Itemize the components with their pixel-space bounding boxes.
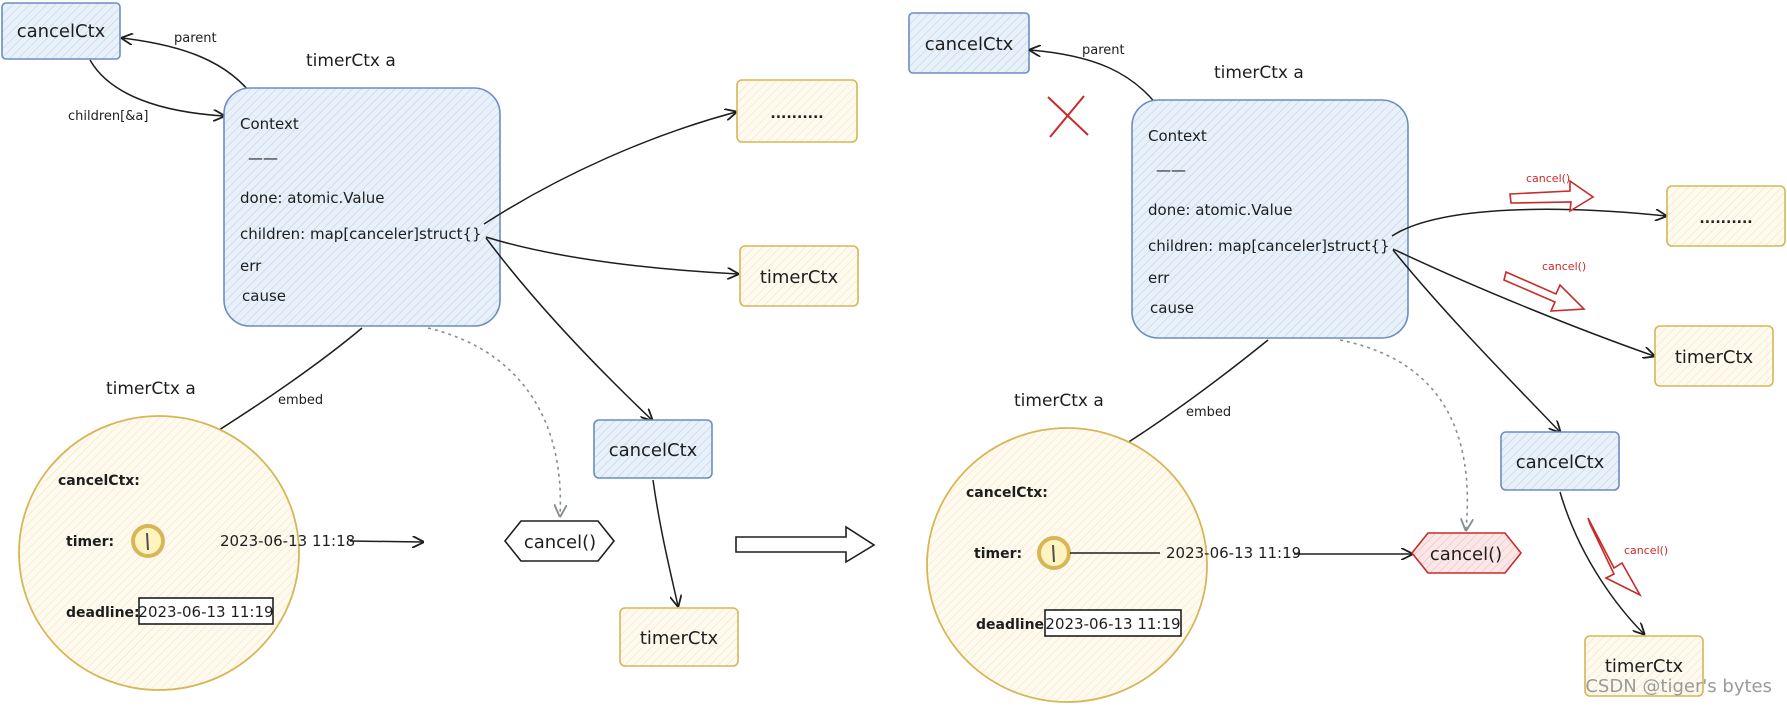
after-circle-title: timerCtx a [1014,391,1104,411]
after-diagram: cancelCtx parent timerCtx a Context —— d… [908,12,1786,703]
after-edge-cancelctx-to-timer2 [1559,491,1644,634]
before-child-cancelctx-node: cancelCtx [593,419,713,479]
after-context-sep: —— [1156,161,1186,179]
before-context-sep: —— [248,149,278,167]
after-child-timer1-node: timerCtx [1654,325,1774,387]
before-edge-to-timer1 [485,236,738,274]
after-ctx-title: timerCtx a [1214,63,1304,83]
before-child-timer2-node: timerCtx [619,607,739,667]
after-cancel-call-2: cancel() [1503,260,1586,312]
before-child-timer2-label: timerCtx [640,628,719,649]
before-cancel-fn-node: cancel() [503,520,616,562]
before-context-children: children: map[canceler]struct{} [240,225,482,243]
before-embed-label: embed [278,393,323,408]
before-context-done: done: atomic.Value [240,189,385,207]
before-children-edge-label: children[&a] [68,109,148,124]
after-child-timer2-node: timerCtx [1584,635,1704,697]
after-edge-to-timer1 [1392,248,1654,356]
transition-arrow [735,525,876,564]
after-context-children: children: map[canceler]struct{} [1148,237,1390,255]
before-circle-cancel-label: cancelCtx: [58,473,140,489]
before-diagram: cancelCtx parent children[&a] timerCtx a… [1,2,859,691]
before-edge-to-dots [483,112,736,225]
after-circle-deadline-value: 2023-06-13 11:19 [1045,615,1180,633]
after-dotted-edge [1339,339,1467,530]
after-child-cancelctx-node: cancelCtx [1500,431,1620,491]
before-cancel-fn-label: cancel() [524,532,596,553]
after-child-dots-node: .......... [1666,185,1786,247]
before-child-timer1-label: timerCtx [760,267,839,288]
before-dotted-edge [427,327,560,516]
before-timerctx-circle: cancelCtx: timer: 2023-06-13 11:18 deadl… [18,415,355,691]
after-child-cancelctx-label: cancelCtx [1516,452,1605,473]
after-circle-timer-label: timer: [974,546,1022,562]
before-child-cancelctx-label: cancelCtx [609,440,698,461]
after-circle-timer-time: 2023-06-13 11:19 [1166,544,1301,562]
after-context-err: err [1148,269,1170,287]
after-parent-label: cancelCtx [925,34,1014,55]
before-circle-deadline-value: 2023-06-13 11:19 [138,603,273,621]
before-context-cause: cause [242,287,286,305]
after-cancel-fn-node: cancel() [1410,532,1523,574]
after-context-cause: cause [1150,299,1194,317]
after-cancel-call-3-label: cancel() [1624,544,1668,557]
after-child-timer2-label: timerCtx [1605,656,1684,677]
after-cancel-call-3: cancel() [1587,517,1668,597]
after-child-dots-label: .......... [1699,211,1752,227]
after-context-title: Context [1148,127,1207,145]
after-circle-deadline-label: deadline: [976,617,1050,633]
after-child-timer1-label: timerCtx [1675,347,1754,368]
after-cancel-fn-label: cancel() [1430,544,1502,565]
after-parent-cancelctx-node: cancelCtx [908,12,1030,74]
before-child-dots-node: .......... [736,79,858,143]
before-parent-cancelctx-node: cancelCtx [1,2,121,60]
before-parent-label: cancelCtx [17,21,106,42]
before-child-timer1-node: timerCtx [739,245,859,307]
after-circle-cancel-label: cancelCtx: [966,485,1048,501]
before-context-title: Context [240,115,299,133]
before-timer-edge [349,541,423,542]
before-edge-to-cancelctx [485,237,652,420]
before-edge-cancelctx-to-timer2 [652,479,678,606]
before-parent-edge-label: parent [174,31,217,46]
after-timer-icon [1037,536,1071,570]
after-context-done: done: atomic.Value [1148,201,1293,219]
after-edge-to-dots [1391,208,1666,237]
after-cancel-call-1: cancel() [1509,172,1595,213]
before-ctx-title: timerCtx a [306,51,396,71]
after-cancel-call-1-label: cancel() [1526,172,1570,185]
before-child-dots-label: .......... [770,106,823,122]
before-circle-timer-label: timer: [66,534,114,550]
before-circle-deadline-label: deadline: [66,605,140,621]
after-cancel-call-2-label: cancel() [1542,260,1586,273]
after-context-box: Context —— done: atomic.Value children: … [1131,99,1409,339]
watermark: CSDN @tiger's bytes [1585,676,1772,697]
before-children-edge [89,59,224,116]
after-embed-label: embed [1186,405,1231,420]
before-circle-timer-time: 2023-06-13 11:18 [220,532,355,550]
before-context-err: err [240,257,262,275]
before-context-box: Context —— done: atomic.Value children: … [223,87,501,327]
after-removed-link-x-icon [1047,95,1089,138]
after-parent-edge-label: parent [1082,43,1125,58]
after-edge-to-cancelctx [1392,249,1560,432]
after-timerctx-circle: cancelCtx: timer: 2023-06-13 11:19 deadl… [926,427,1301,703]
before-circle-title: timerCtx a [106,379,196,399]
before-timer-icon [131,524,165,558]
